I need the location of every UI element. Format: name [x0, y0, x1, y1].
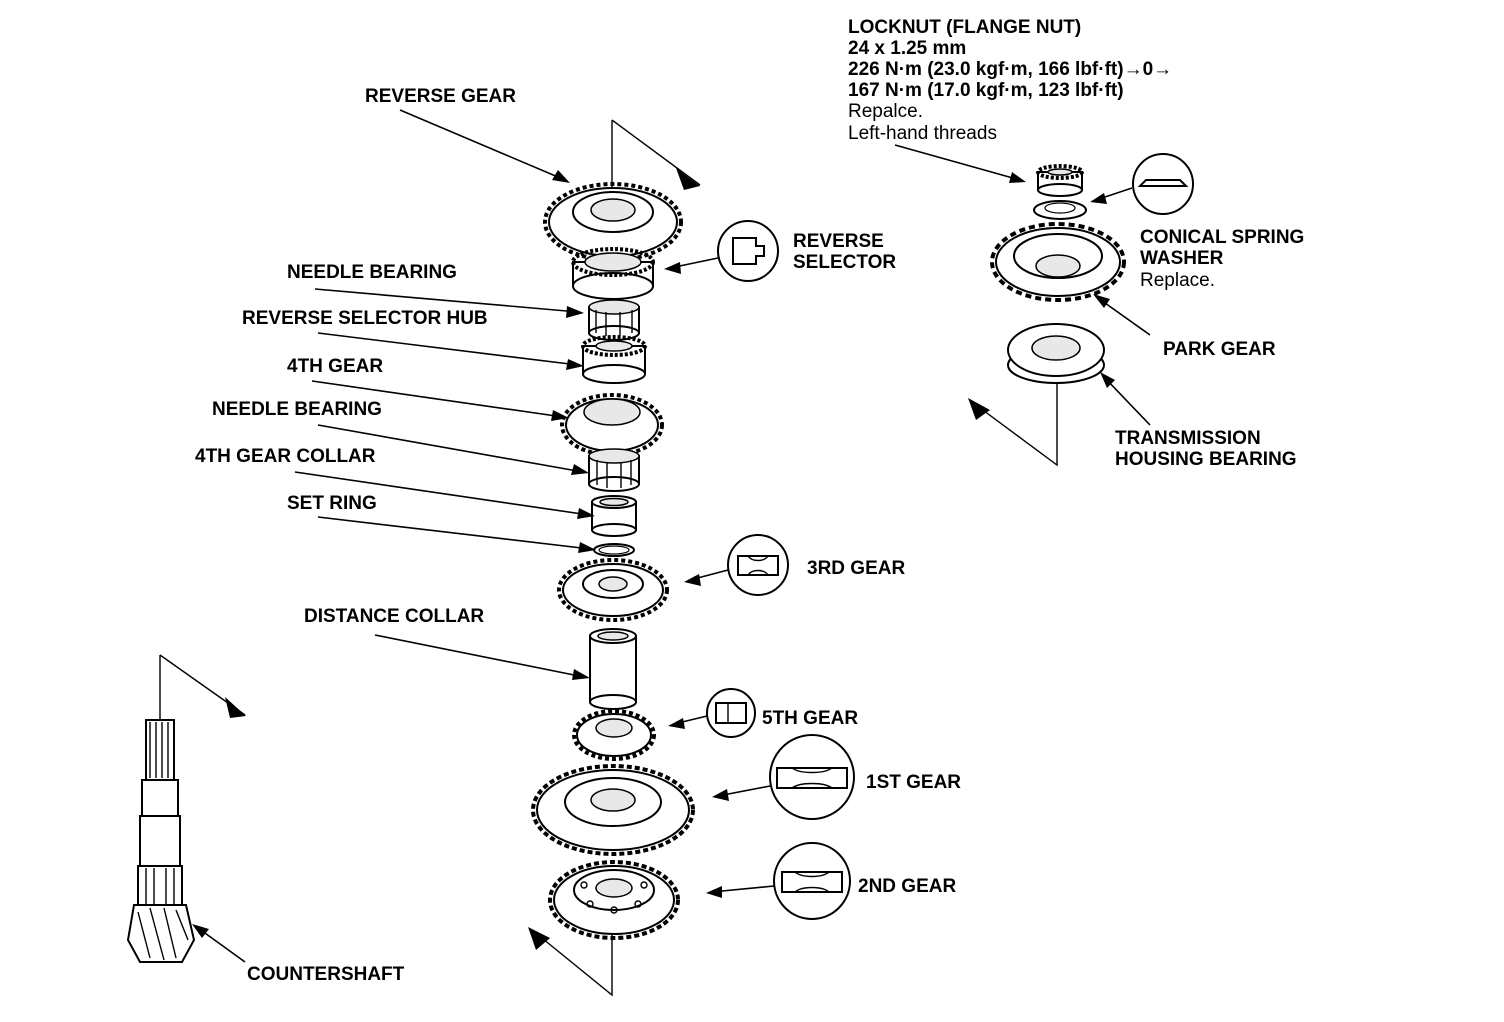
label-reverse-selector-line1: REVERSE: [793, 231, 884, 252]
gear-stack: [531, 182, 695, 940]
callout-first-gear: [769, 734, 855, 820]
set-ring-part: [593, 543, 635, 557]
locknut-size: 24 x 1.25 mm: [848, 38, 966, 59]
needle-bearing-2-part: [588, 448, 640, 492]
label-conical-spring-washer-note: Replace.: [1140, 270, 1215, 291]
callout-reverse-selector: [717, 220, 779, 282]
label-transmission-housing-bearing-line1: TRANSMISSION: [1115, 428, 1261, 449]
locknut-torque-1: 226 N·m (23.0 kgf·m, 166 lbf·ft)→0→: [848, 59, 1172, 80]
label-distance-collar: DISTANCE COLLAR: [304, 606, 484, 627]
locknut-title: LOCKNUT (FLANGE NUT): [848, 17, 1081, 38]
label-second-gear: 2ND GEAR: [858, 876, 956, 897]
third-gear-part: [557, 558, 669, 622]
label-third-gear: 3RD GEAR: [807, 558, 905, 579]
callout-third-gear: [727, 534, 789, 596]
label-fourth-gear-collar: 4TH GEAR COLLAR: [195, 446, 376, 467]
label-conical-spring-washer-line1: CONICAL SPRING: [1140, 227, 1304, 248]
first-gear-part: [531, 764, 695, 856]
fifth-gear-part: [572, 709, 656, 761]
conical-spring-washer-part: [1033, 200, 1087, 220]
second-gear-part: [548, 860, 680, 940]
locknut-part: [1036, 164, 1084, 197]
callout-second-gear: [773, 842, 851, 920]
label-reverse-selector-line2: SELECTOR: [793, 252, 896, 273]
reverse-selector-hub-part: [571, 247, 655, 300]
label-fifth-gear: 5TH GEAR: [762, 708, 858, 729]
label-set-ring: SET RING: [287, 493, 377, 514]
needle-bearing-1-part: [588, 299, 640, 341]
reverse-selector-hub-inner-part: [581, 335, 647, 384]
fourth-gear-collar-part: [591, 495, 637, 537]
label-park-gear: PARK GEAR: [1163, 339, 1276, 360]
leader-lines: [192, 109, 1151, 963]
fourth-gear-part: [560, 393, 664, 457]
label-countershaft: COUNTERSHAFT: [247, 964, 405, 985]
locknut-note-1: Repalce.: [848, 101, 923, 122]
label-needle-bearing-2: NEEDLE BEARING: [212, 399, 382, 420]
label-conical-spring-washer-line2: WASHER: [1140, 248, 1224, 269]
distance-collar-part: [589, 628, 637, 710]
label-first-gear: 1ST GEAR: [866, 772, 961, 793]
callout-fifth-gear: [706, 688, 756, 738]
assembly-axis-lines: [159, 119, 1058, 997]
transmission-housing-bearing-part: [1007, 323, 1105, 384]
callout-conical-spring-washer: [1132, 153, 1194, 215]
label-reverse-selector-hub: REVERSE SELECTOR HUB: [242, 308, 488, 329]
part-labels: REVERSE GEAR NEEDLE BEARING REVERSE SELE…: [195, 17, 1304, 985]
countershaft-part: [126, 719, 196, 963]
locknut-torque-2: 167 N·m (17.0 kgf·m, 123 lbf·ft): [848, 80, 1124, 101]
locknut-note-2: Left-hand threads: [848, 123, 997, 144]
label-needle-bearing-1: NEEDLE BEARING: [287, 262, 457, 283]
label-fourth-gear: 4TH GEAR: [287, 356, 383, 377]
label-reverse-gear: REVERSE GEAR: [365, 86, 516, 107]
label-transmission-housing-bearing-line2: HOUSING BEARING: [1115, 449, 1297, 470]
park-gear-part: [990, 222, 1126, 302]
